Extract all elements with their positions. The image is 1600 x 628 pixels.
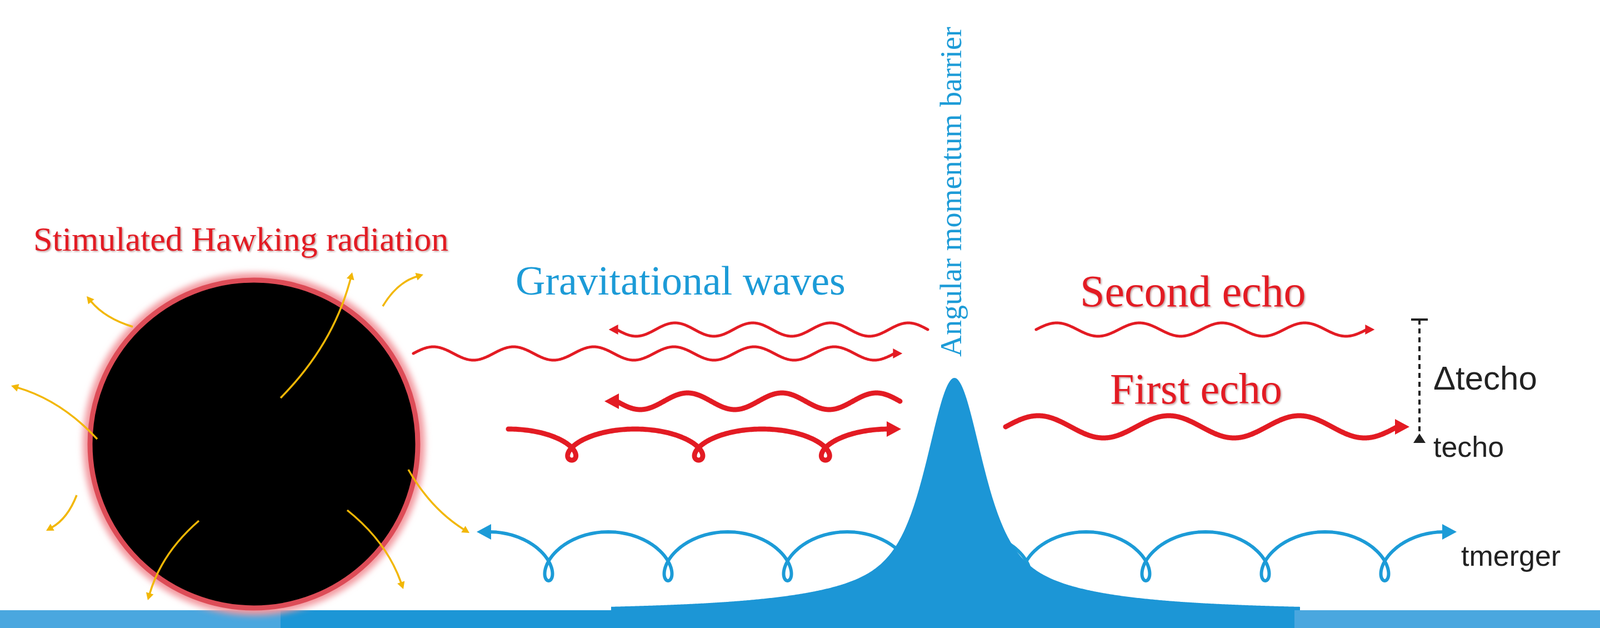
- hawking-ray: [347, 510, 405, 589]
- ray-line: [408, 469, 464, 530]
- hawking-ray: [46, 495, 77, 531]
- arrow-head: [886, 421, 902, 437]
- echo-label: Second echo: [1080, 265, 1307, 317]
- ray-head: [397, 580, 405, 589]
- ray-head: [46, 523, 55, 531]
- ground-bar-middle: [280, 610, 1295, 628]
- ray-head: [415, 272, 424, 280]
- wave-line: [1036, 322, 1367, 337]
- first-echo-wave: [1005, 415, 1410, 438]
- ray-line: [17, 387, 98, 439]
- time-label: tmerger: [1461, 539, 1561, 573]
- barrier-label: Angular momentum barrier: [933, 26, 969, 357]
- hawking-rays: [11, 272, 470, 600]
- arrow-head: [604, 393, 619, 409]
- echo-label: First echo: [1110, 363, 1283, 414]
- ray-head: [461, 525, 470, 533]
- ray-line: [280, 278, 351, 398]
- wave-line: [413, 346, 895, 360]
- ray-head: [346, 272, 355, 280]
- wave-line: [616, 322, 928, 337]
- arrow-head: [1365, 324, 1375, 335]
- hawking-ray: [408, 469, 470, 533]
- arrow-head: [608, 324, 619, 335]
- arrow-head: [892, 348, 903, 359]
- arrow-head: [1395, 418, 1410, 435]
- radiation-label: Stimulated Hawking radiation: [33, 219, 449, 259]
- ray-line: [149, 520, 199, 594]
- black-hole-disc: [90, 280, 418, 608]
- ray-line: [51, 495, 77, 528]
- ray-line: [91, 301, 133, 327]
- wave-line: [616, 392, 900, 410]
- wave-label: Gravitational waves: [515, 257, 846, 305]
- hawking-ray: [86, 296, 133, 327]
- bracket-head: [1413, 433, 1426, 443]
- second-echo-wave: [608, 322, 928, 337]
- ray-head: [11, 383, 19, 392]
- ray-head: [86, 296, 95, 304]
- ray-head: [146, 592, 154, 600]
- time-label: Δtecho: [1433, 358, 1538, 398]
- wave-line: [1005, 415, 1398, 438]
- ray-line: [347, 510, 402, 583]
- arrow-head: [1442, 523, 1457, 540]
- hawking-ray: [382, 272, 424, 307]
- bracket-cap: [1411, 318, 1428, 321]
- black-hole: [90, 280, 418, 608]
- horizon-glow: [90, 280, 418, 608]
- dashed-line: [1418, 319, 1421, 436]
- time-label: techo: [1433, 430, 1504, 464]
- arrow-head: [476, 523, 492, 540]
- hawking-ray: [280, 272, 354, 398]
- first-echo-wave: [508, 421, 902, 460]
- first-echo-wave: [604, 392, 900, 410]
- hawking-ray: [11, 383, 98, 439]
- echo-interval-bracket: [1411, 319, 1428, 443]
- second-echo-wave: [1036, 322, 1375, 337]
- wave-line: [508, 428, 889, 460]
- hawking-ray: [146, 520, 199, 600]
- ray-line: [382, 276, 418, 307]
- second-echo-wave: [413, 346, 903, 360]
